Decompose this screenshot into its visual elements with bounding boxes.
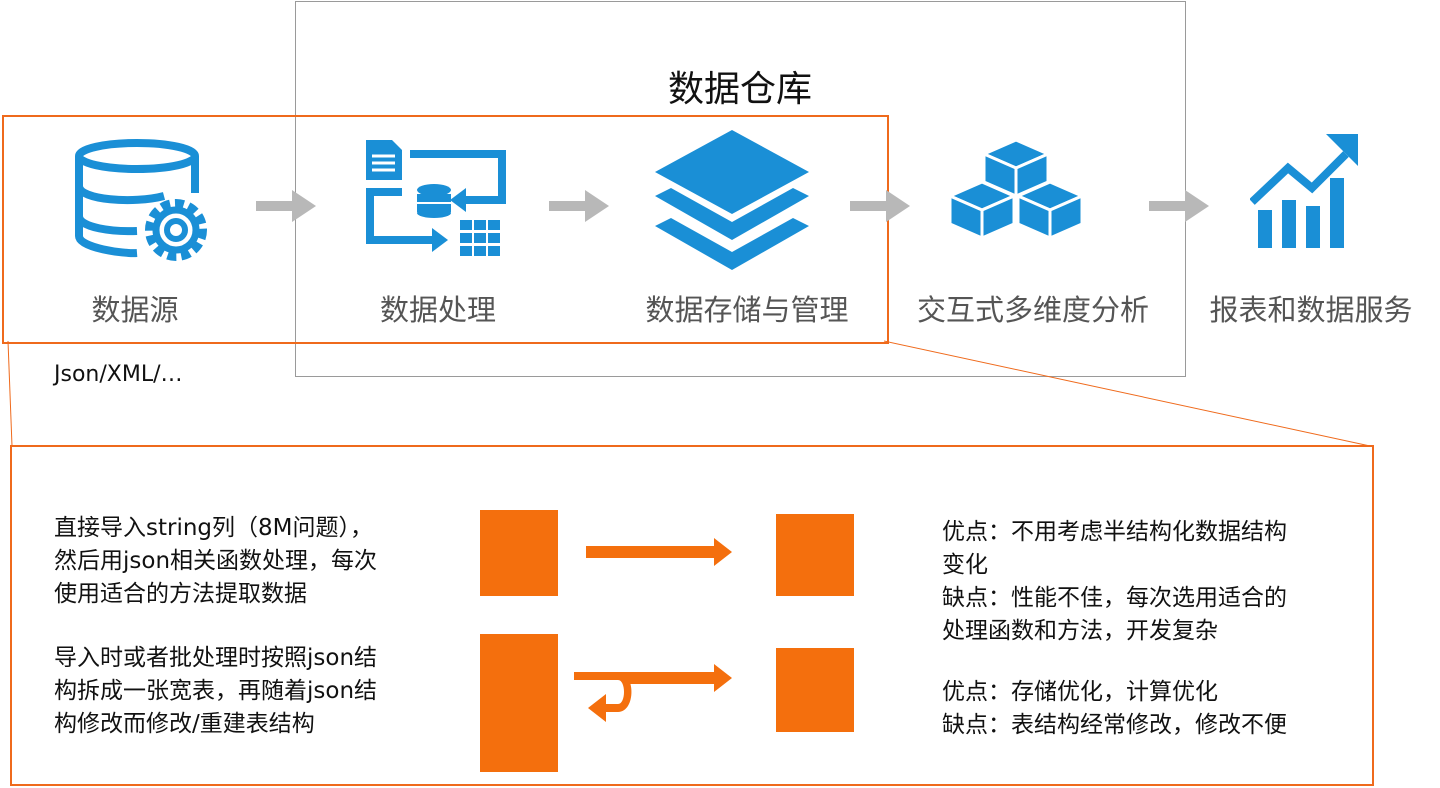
warehouse-title: 数据仓库 xyxy=(667,69,812,110)
text-line: 处理函数和方法，开发复杂 xyxy=(942,618,1218,644)
flow-arrow-2 xyxy=(549,190,609,222)
forward-arrow xyxy=(618,664,732,692)
data-processing-icon xyxy=(366,140,506,256)
source-format-note: Json/XML/… xyxy=(54,362,183,387)
text-line: 优点：不用考虑半结构化数据结构 xyxy=(942,519,1287,545)
text-line: 缺点：性能不佳，每次选用适合的 xyxy=(942,585,1287,611)
approach-1-pros-cons: 优点：不用考虑半结构化数据结构 变化 缺点：性能不佳，每次选用适合的 处理函数和… xyxy=(942,516,1287,648)
text-line: 直接导入string列（8M问题）， xyxy=(54,515,374,541)
approach-2-pros-cons: 优点：存储优化，计算优化 缺点：表结构经常修改，修改不便 xyxy=(942,676,1287,742)
text-line: 缺点：表结构经常修改，修改不便 xyxy=(942,712,1287,738)
text-line: 变化 xyxy=(942,552,988,578)
source-block xyxy=(480,634,558,772)
text-line: 然后用json相关函数处理，每次 xyxy=(54,548,378,574)
step-label-data-processing: 数据处理 xyxy=(379,293,496,327)
source-block xyxy=(480,510,558,596)
text-line: 优点：存储优化，计算优化 xyxy=(942,679,1218,705)
flow-arrow-3 xyxy=(850,190,910,222)
step-label-report-service: 报表和数据服务 xyxy=(1209,293,1413,327)
approach-1-description: 直接导入string列（8M问题）， 然后用json相关函数处理，每次 使用适合… xyxy=(54,512,377,611)
text-line: 构修改而修改/重建表结构 xyxy=(54,711,315,737)
highlight-frame xyxy=(2,115,889,344)
detail-panel xyxy=(10,445,1374,786)
step-label-multidim-analysis: 交互式多维度分析 xyxy=(916,293,1149,327)
data-warehouse-frame xyxy=(295,1,1186,377)
cubes-icon xyxy=(948,138,1084,240)
direct-arrow xyxy=(586,538,732,566)
target-block xyxy=(776,648,854,732)
flow-arrow-4 xyxy=(1149,190,1209,222)
text-line: 导入时或者批处理时按照json结 xyxy=(54,645,378,671)
approach-1-diagram xyxy=(480,510,854,596)
step-label-data-source: 数据源 xyxy=(91,293,179,327)
approach-2-description: 导入时或者批处理时按照json结 构拆成一张宽表，再随着json结 构修改而修改… xyxy=(54,642,377,741)
growth-chart-icon xyxy=(1250,134,1358,248)
layers-icon xyxy=(655,130,809,270)
flow-arrow-1 xyxy=(256,190,316,222)
text-line: 使用适合的方法提取数据 xyxy=(54,581,307,607)
approach-2-diagram xyxy=(480,634,854,772)
target-block xyxy=(776,514,854,596)
text-line: 构拆成一张宽表，再随着json结 xyxy=(54,678,378,704)
u-turn-arrow xyxy=(574,672,632,722)
database-gear-icon xyxy=(75,139,207,261)
step-label-storage-management: 数据存储与管理 xyxy=(645,293,849,327)
